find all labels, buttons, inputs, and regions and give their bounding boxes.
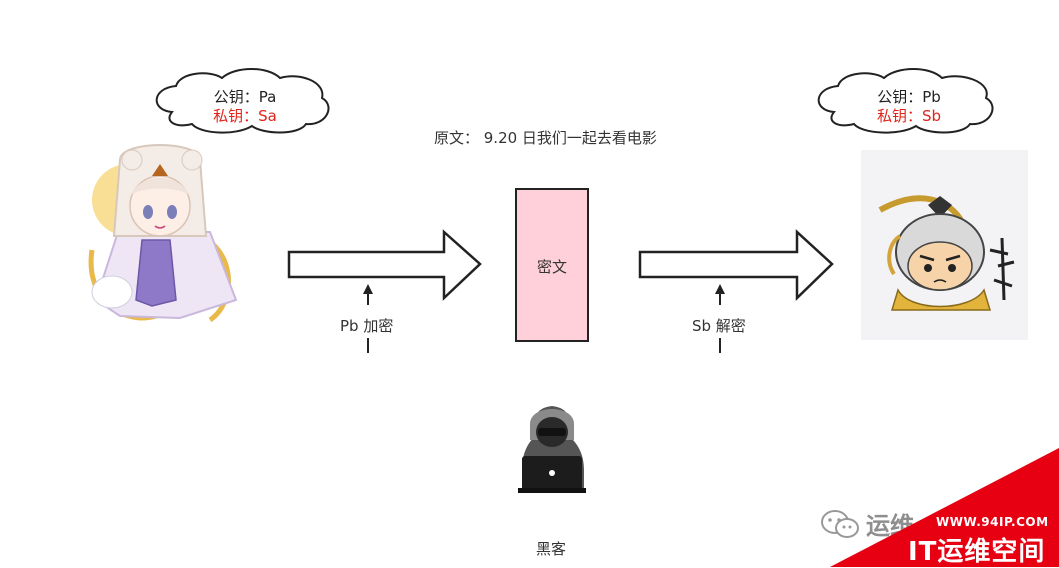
left-key-cloud xyxy=(155,68,330,134)
receiver-private-key: 私钥：Sb xyxy=(876,107,942,125)
hacker-icon xyxy=(518,406,586,493)
right-key-cloud xyxy=(817,68,994,134)
encrypt-label: Pb 加密 xyxy=(340,317,394,335)
sender-public-key: 公钥：Pa xyxy=(213,88,277,106)
left-key-labels: 公钥：Pa 私钥：Sa xyxy=(165,88,325,126)
encrypt-key-arrow xyxy=(363,284,373,353)
watermark-url: WWW.94IP.COM xyxy=(936,515,1049,529)
decrypt-key-arrow xyxy=(715,284,725,353)
decrypt-label: Sb 解密 xyxy=(692,317,746,335)
sender-private-key: 私钥：Sa xyxy=(213,107,277,125)
receiver-avatar xyxy=(861,150,1028,340)
encrypt-arrow xyxy=(287,229,482,301)
wechat-icon xyxy=(821,509,859,538)
ciphertext-box xyxy=(515,188,589,342)
decrypt-arrow xyxy=(638,229,834,301)
right-key-labels: 公钥：Pb 私钥：Sb xyxy=(829,88,989,126)
watermark-brand: IT运维空间 xyxy=(908,537,1046,567)
plaintext-label: 原文： 9.20 日我们一起去看电影 xyxy=(434,129,657,147)
ciphertext-label: 密文 xyxy=(536,258,567,276)
receiver-public-key: 公钥：Pb xyxy=(877,88,941,106)
hacker-label: 黑客 xyxy=(536,540,567,558)
sender-avatar xyxy=(88,144,238,323)
